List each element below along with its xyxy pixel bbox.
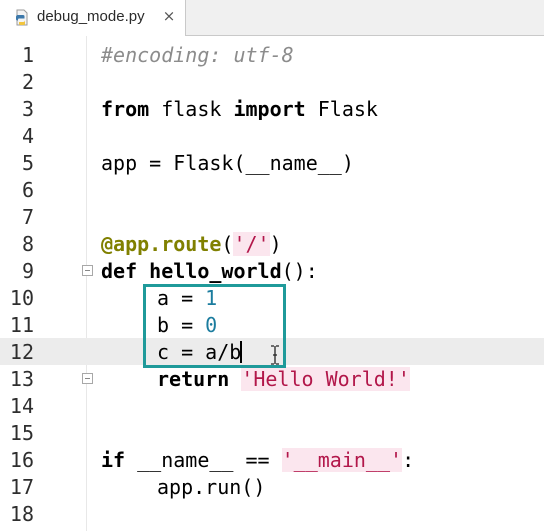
keyword: def <box>101 259 138 283</box>
python-file-icon <box>14 9 30 26</box>
code-line: 1 #encoding: utf-8 <box>0 41 544 68</box>
code-token: Flask <box>305 97 378 121</box>
number-literal: 0 <box>205 313 218 337</box>
number-literal: 1 <box>205 286 218 310</box>
line-number: 5 <box>21 151 34 175</box>
code-text: app = Flask(__name__) <box>101 151 354 175</box>
string-literal: '/' <box>233 232 270 256</box>
editor-tab-bar: debug_mode.py × <box>0 0 544 36</box>
keyword: if <box>101 448 126 472</box>
line-number: 8 <box>21 232 34 256</box>
code-text: a = 1 <box>157 286 217 310</box>
code-token: ( <box>221 232 234 256</box>
line-number: 9 <box>21 259 34 283</box>
code-text: b = 0 <box>157 313 217 337</box>
string-literal: 'Hello World!' <box>241 367 410 391</box>
string-literal: '__main__' <box>281 448 403 472</box>
keyword: from <box>101 97 150 121</box>
tab-label: debug_mode.py <box>37 8 145 25</box>
line-number: 4 <box>21 124 34 148</box>
code-line: 7 <box>0 203 544 230</box>
line-number: 12 <box>9 340 34 364</box>
fold-marker[interactable] <box>82 373 93 384</box>
code-text: return 'Hello World!' <box>157 367 410 391</box>
highlight-box <box>143 284 286 368</box>
close-icon[interactable]: × <box>162 7 176 25</box>
line-number: 7 <box>21 205 34 229</box>
line-number: 1 <box>21 43 34 67</box>
code-line: 3 from flask import Flask <box>0 95 544 122</box>
code-token: c = a/b <box>157 340 242 364</box>
decorator: app.route <box>113 232 222 256</box>
code-token: a = <box>157 286 206 310</box>
current-code-line: 12 c = a/b <box>0 338 544 365</box>
line-number: 6 <box>21 178 34 202</box>
code-line: 10 a = 1 <box>0 284 544 311</box>
line-number: 13 <box>9 367 34 391</box>
code-token <box>229 367 241 391</box>
line-number: 2 <box>21 70 34 94</box>
line-number: 18 <box>9 502 34 526</box>
code-text: app.run() <box>157 475 266 499</box>
code-text: def hello_world(): <box>101 259 318 283</box>
decorator-at: @ <box>101 232 114 256</box>
code-line: 17 app.run() <box>0 473 544 500</box>
comment: #encoding: utf-8 <box>101 43 294 67</box>
code-line: 9 def hello_world(): <box>0 257 544 284</box>
tab-debug-mode-py[interactable]: debug_mode.py × <box>0 0 186 36</box>
caret <box>240 341 243 363</box>
code-line: 2 <box>0 68 544 95</box>
code-text: from flask import Flask <box>101 97 378 121</box>
code-token: : <box>402 448 415 472</box>
code-token: b = <box>157 313 206 337</box>
code-text: c = a/b <box>157 340 243 364</box>
code-text: if __name__ == '__main__': <box>101 448 414 472</box>
code-text: #encoding: utf-8 <box>101 43 294 67</box>
code-line: 5 app = Flask(__name__) <box>0 149 544 176</box>
keyword: import <box>233 97 306 121</box>
line-number: 16 <box>9 448 34 472</box>
fold-marker[interactable] <box>82 265 93 276</box>
code-line: 6 <box>0 176 544 203</box>
code-token: ) <box>269 232 282 256</box>
line-number: 15 <box>9 421 34 445</box>
line-number-gutter <box>0 36 86 531</box>
keyword: return <box>157 367 230 391</box>
function-name: hello_world <box>149 259 282 283</box>
code-line: 14 <box>0 392 544 419</box>
code-line: 4 <box>0 122 544 149</box>
code-text: @app.route('/') <box>101 232 282 256</box>
code-line: 15 <box>0 419 544 446</box>
code-token <box>137 259 149 283</box>
line-number: 11 <box>9 313 34 337</box>
code-line: 13 return 'Hello World!' <box>0 365 544 392</box>
text-cursor-icon <box>270 344 280 366</box>
code-editor[interactable]: 1 #encoding: utf-8 2 3 from flask import… <box>0 36 544 531</box>
line-number: 10 <box>9 286 34 310</box>
code-line: 16 if __name__ == '__main__': <box>0 446 544 473</box>
line-number: 3 <box>21 97 34 121</box>
code-line: 18 <box>0 500 544 527</box>
code-token: (): <box>281 259 318 283</box>
code-token: __name__ == <box>125 448 282 472</box>
line-number: 14 <box>9 394 34 418</box>
gutter-divider <box>86 36 87 531</box>
line-number: 17 <box>9 475 34 499</box>
code-line: 8 @app.route('/') <box>0 230 544 257</box>
code-line: 11 b = 0 <box>0 311 544 338</box>
code-token: flask <box>149 97 234 121</box>
